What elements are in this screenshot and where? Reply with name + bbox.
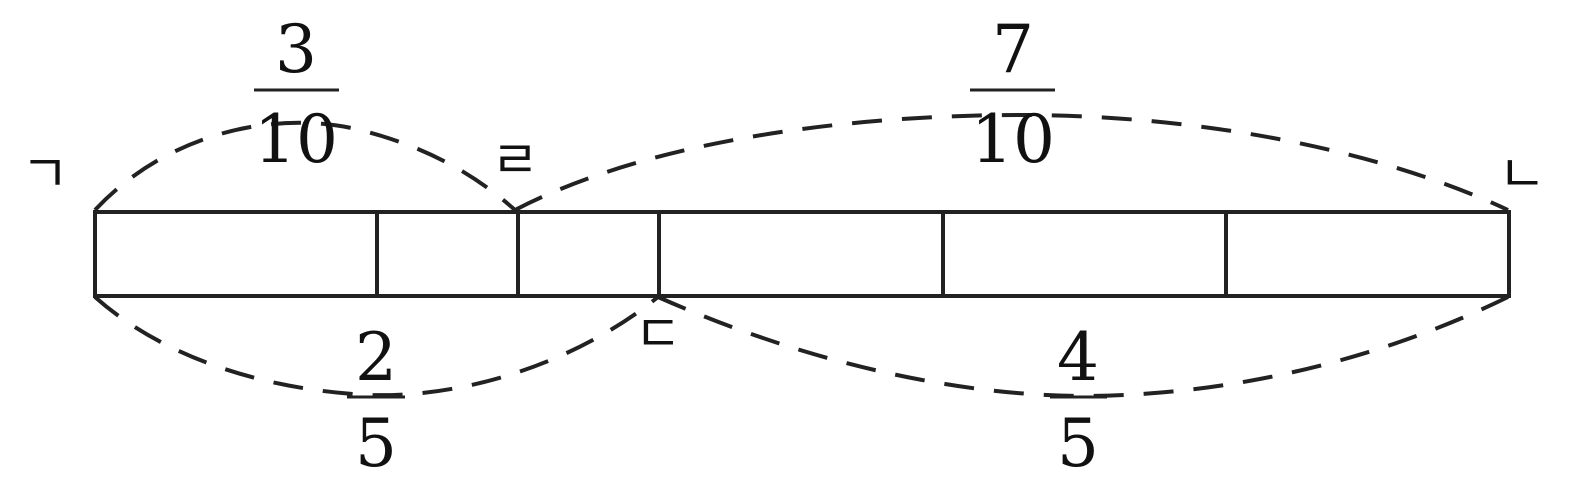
fraction-top-right: 7 10 (970, 11, 1055, 178)
fraction-denominator: 10 (971, 101, 1055, 178)
arc-top-left (93, 120, 517, 212)
fraction-denominator: 5 (355, 405, 397, 482)
fraction-denominator: 10 (254, 101, 338, 178)
arc-bottom-left (93, 295, 660, 398)
bar-outline (93, 210, 1511, 298)
arc-top-right (514, 112, 1509, 212)
point-label-d: ㄹ (491, 131, 539, 191)
fraction-numerator: 7 (992, 11, 1034, 88)
fraction-bottom-right: 4 5 (1050, 319, 1107, 482)
fraction-numerator: 3 (275, 11, 317, 88)
arc-bottom-right (657, 295, 1509, 399)
point-label-b: ㄴ (1498, 145, 1546, 205)
fraction-denominator: 5 (1057, 405, 1099, 482)
fraction-top-left: 3 10 (254, 11, 339, 178)
fraction-numerator: 2 (355, 319, 397, 396)
fraction-bottom-left: 2 5 (347, 319, 405, 482)
point-label-c: ㄷ (634, 305, 682, 365)
point-label-a: ㄱ (21, 145, 69, 205)
fraction-numerator: 4 (1057, 319, 1099, 396)
